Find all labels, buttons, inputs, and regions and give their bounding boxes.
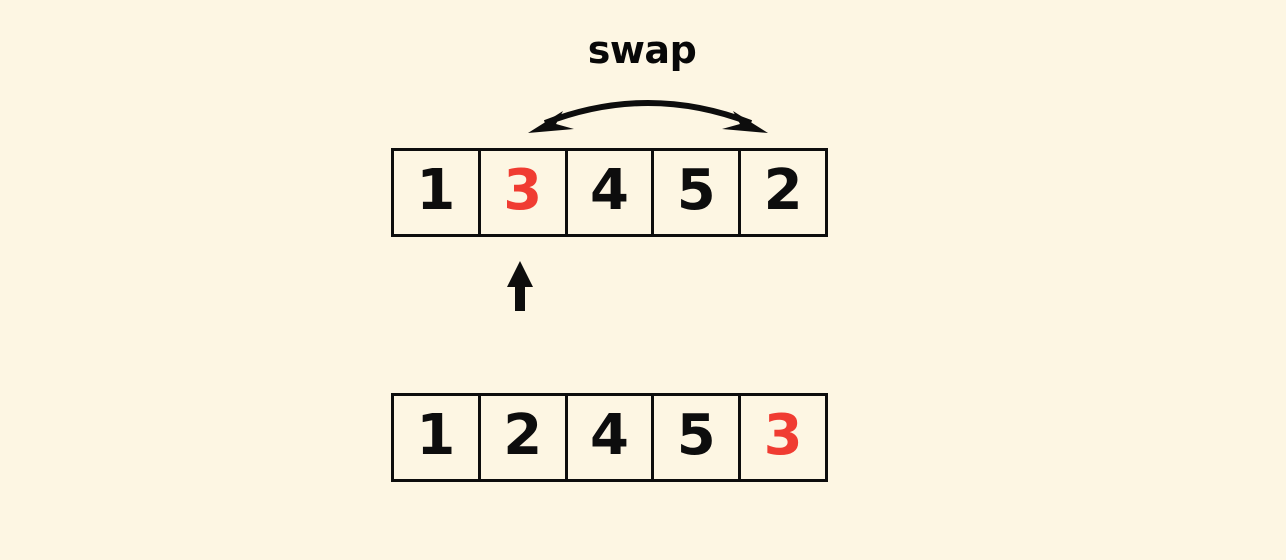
- cell-value: 4: [590, 157, 629, 223]
- array-after: 1 2 4 5 3: [391, 393, 828, 482]
- swap-label-text: swap: [587, 28, 697, 72]
- cell-value: 3: [763, 402, 803, 468]
- array-cell[interactable]: 5: [654, 151, 742, 234]
- array-cell[interactable]: 2: [481, 396, 568, 479]
- array-cell[interactable]: 1: [394, 151, 481, 234]
- cell-value: 2: [503, 402, 543, 468]
- cell-value: 1: [416, 157, 456, 223]
- array-cell[interactable]: 1: [394, 396, 481, 479]
- cell-value: 1: [416, 402, 456, 468]
- array-before: 1 3 4 5 2: [391, 148, 828, 237]
- array-cell[interactable]: 4: [568, 151, 655, 234]
- cell-value: 2: [763, 157, 803, 223]
- array-cell[interactable]: 2: [741, 151, 825, 234]
- swap-arrow-icon: [528, 100, 768, 133]
- pointer-up-arrow-icon: [507, 261, 533, 311]
- array-cell[interactable]: 3: [481, 151, 568, 234]
- cell-value: 3: [503, 157, 543, 223]
- swap-label: swap: [0, 31, 1286, 69]
- array-cell[interactable]: 4: [568, 396, 655, 479]
- cell-value: 5: [676, 402, 716, 468]
- array-cell[interactable]: 5: [654, 396, 742, 479]
- cell-value: 4: [590, 402, 629, 468]
- array-cell[interactable]: 3: [741, 396, 825, 479]
- cell-value: 5: [676, 157, 716, 223]
